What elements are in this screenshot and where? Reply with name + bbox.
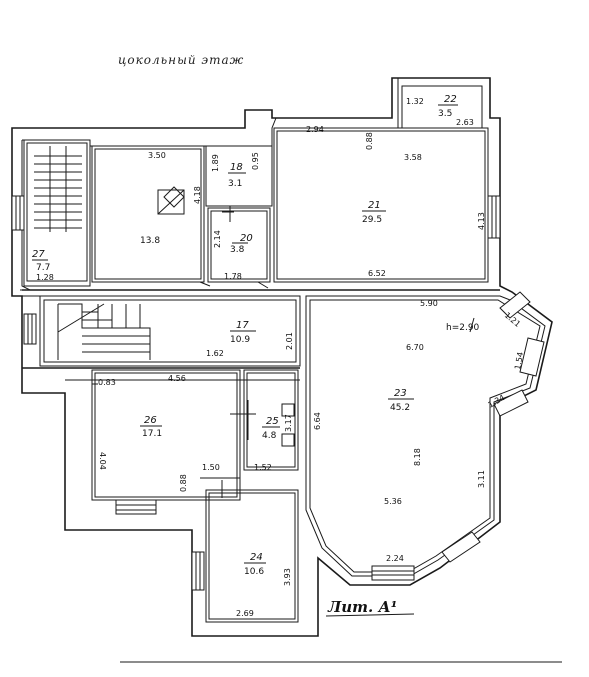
room-21-number: 21 bbox=[368, 200, 381, 211]
dim-132: 1.32 bbox=[406, 97, 424, 106]
dim-670: 6.70 bbox=[406, 343, 424, 352]
dim-350: 3.50 bbox=[148, 151, 166, 160]
room-26-area: 17.1 bbox=[142, 429, 162, 439]
dim-818: 8.18 bbox=[413, 448, 422, 466]
dim-088b: 0.88 bbox=[179, 474, 188, 492]
dim-095: 0.95 bbox=[251, 152, 260, 170]
room-19-area: 13.8 bbox=[140, 236, 160, 246]
dim-311: 3.11 bbox=[477, 470, 486, 488]
room-18-area: 3.1 bbox=[228, 179, 242, 189]
room-17-area: 10.9 bbox=[230, 335, 250, 345]
dim-128: 1.28 bbox=[36, 273, 54, 282]
dim-263: 2.63 bbox=[456, 118, 474, 127]
dim-154: 1.54 bbox=[513, 351, 525, 370]
dim-456: 4.56 bbox=[168, 374, 186, 383]
litera-label: Лит. А¹ bbox=[327, 598, 397, 616]
dim-317: 3.17 bbox=[284, 414, 293, 432]
dim-418: 4.18 bbox=[193, 186, 202, 204]
dim-413: 4.13 bbox=[477, 212, 486, 230]
room-24-number: 24 bbox=[250, 552, 263, 563]
dim-189: 1.89 bbox=[211, 154, 220, 172]
door-marks bbox=[92, 206, 475, 498]
dim-150: 1.50 bbox=[202, 463, 220, 472]
dim-214: 2.14 bbox=[213, 230, 222, 248]
room-24-area: 10.6 bbox=[244, 567, 264, 577]
stairs bbox=[34, 146, 151, 360]
dim-178: 1.78 bbox=[224, 272, 242, 281]
litera-underline bbox=[325, 613, 415, 617]
dimension-labels: 3.50 1.89 0.95 4.18 2.14 1.78 2.94 0.88 … bbox=[36, 97, 525, 618]
room-27-number: 27 bbox=[32, 249, 45, 260]
dim-358: 3.58 bbox=[404, 153, 422, 162]
room-20-area: 3.8 bbox=[230, 245, 245, 255]
room-25-number: 25 bbox=[266, 416, 279, 427]
dim-664: 6.64 bbox=[313, 412, 322, 430]
room-23-area: 45.2 bbox=[390, 403, 410, 413]
dim-393: 3.93 bbox=[283, 568, 292, 586]
windows bbox=[11, 195, 545, 591]
room-26-number: 26 bbox=[144, 415, 157, 426]
dim-536: 5.36 bbox=[384, 497, 402, 506]
dim-404: 4.04 bbox=[98, 452, 107, 470]
dim-294: 2.94 bbox=[306, 125, 324, 134]
dim-162: 1.62 bbox=[206, 349, 224, 358]
dim-224: 2.24 bbox=[386, 554, 404, 563]
height-note: h=2.90 bbox=[446, 323, 480, 333]
room-22-number: 22 bbox=[444, 94, 457, 105]
room-21-area: 29.5 bbox=[362, 215, 382, 225]
room-17-number: 17 bbox=[236, 320, 249, 331]
room-labels: 27 7.7 18 3.1 13.8 20 3.8 21 29.5 22 3.5… bbox=[32, 94, 458, 577]
room-27-area: 7.7 bbox=[36, 263, 50, 273]
room-22-area: 3.5 bbox=[438, 109, 452, 119]
dim-201: 2.01 bbox=[285, 332, 294, 350]
dim-152: 1.52 bbox=[254, 463, 272, 472]
plan-title: цокольный этаж bbox=[118, 53, 244, 67]
room-23-number: 23 bbox=[394, 388, 407, 399]
room-20-number: 20 bbox=[240, 233, 253, 244]
dim-652: 6.52 bbox=[368, 269, 386, 278]
dim-269: 2.69 bbox=[236, 609, 254, 618]
dim-088: 0.88 bbox=[365, 132, 374, 150]
outer-walls bbox=[11, 77, 553, 637]
room-18-number: 18 bbox=[230, 162, 243, 173]
room-25-area: 4.8 bbox=[262, 431, 277, 441]
dim-083: 0.83 bbox=[98, 378, 116, 387]
dim-590: 5.90 bbox=[420, 299, 438, 308]
